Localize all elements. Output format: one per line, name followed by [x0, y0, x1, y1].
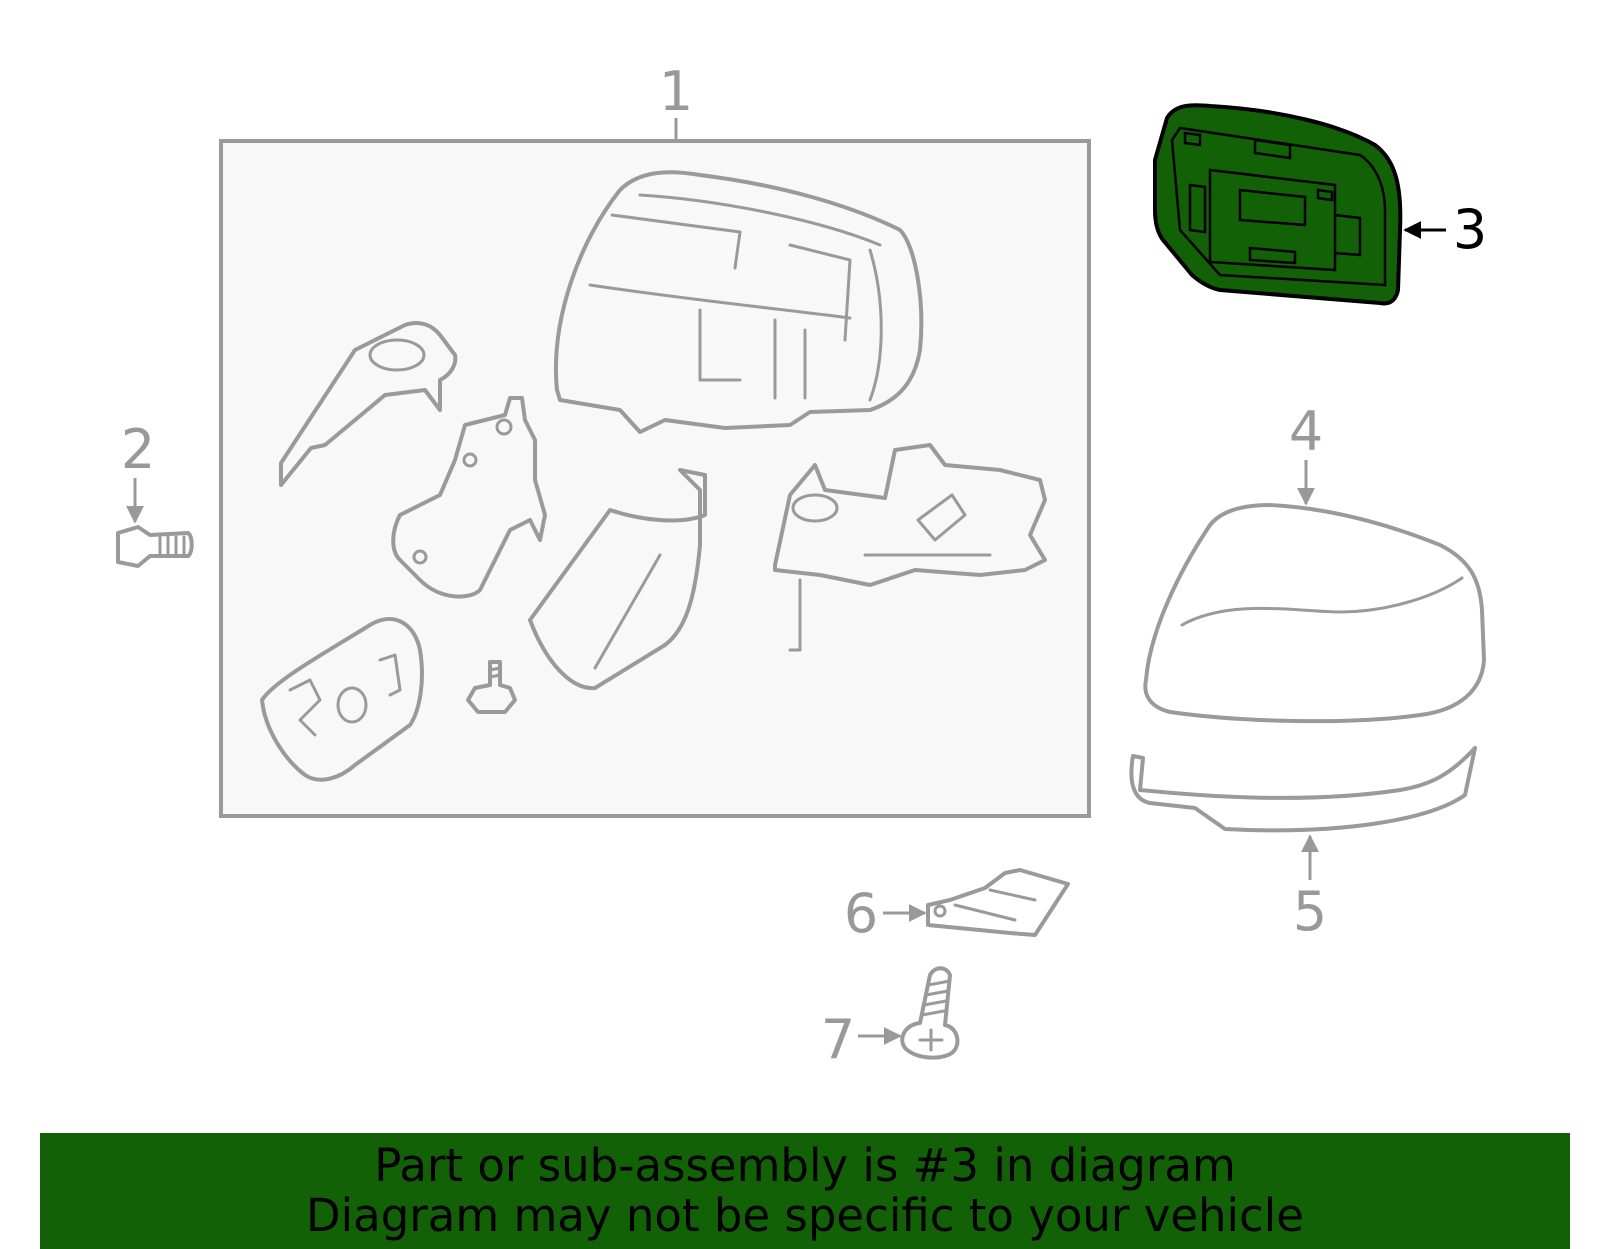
- motor-base[interactable]: [391, 396, 547, 599]
- part-3-mirror-glass-group: 3: [1153, 103, 1487, 306]
- part-6-bracket-group: 6: [844, 868, 1070, 945]
- screw-detail: [918, 979, 952, 1052]
- mirror-housing-base[interactable]: [554, 170, 924, 434]
- banner-line-1: Part or sub-assembly is #3 in diagram: [374, 1139, 1236, 1192]
- inner-screw[interactable]: [466, 660, 517, 714]
- mirror-base-mount[interactable]: [773, 443, 1047, 587]
- lamp-hole: [336, 686, 368, 724]
- notice-banner: Part or sub-assembly is #3 in diagram Di…: [40, 1133, 1570, 1249]
- motor-hole-2: [462, 452, 478, 468]
- mirror-cover[interactable]: [1143, 503, 1486, 724]
- screw[interactable]: [900, 966, 960, 1060]
- part-4-cover-group: 4: [1143, 400, 1486, 724]
- mirror-assembly-group: 1: [219, 60, 1091, 818]
- bracket-hole: [368, 338, 426, 372]
- callout-4[interactable]: 4: [1289, 400, 1323, 463]
- lower-cover[interactable]: [528, 468, 707, 691]
- part-2-bolt-group: 2: [116, 418, 194, 568]
- base-detail: [788, 493, 992, 652]
- inner-screw-thread: [488, 666, 502, 679]
- base-hole: [791, 493, 839, 523]
- lower-cover-line: [593, 553, 662, 670]
- part-5-trim-group: 5: [1129, 746, 1477, 943]
- cover-contour: [1180, 576, 1464, 627]
- housing-detail-1: [588, 193, 883, 402]
- lamp-detail: [288, 653, 402, 737]
- mirror-bracket[interactable]: [279, 321, 458, 487]
- small-bracket-hole: [933, 904, 947, 918]
- bolt-thread: [158, 535, 186, 556]
- callout-6[interactable]: 6: [844, 882, 878, 945]
- motor-hole-3: [412, 549, 428, 565]
- callout-5[interactable]: 5: [1293, 880, 1327, 943]
- callout-7[interactable]: 7: [821, 1008, 855, 1071]
- callout-1[interactable]: 1: [659, 60, 693, 123]
- motor-hole-1: [495, 418, 513, 436]
- turn-signal-lamp[interactable]: [260, 617, 424, 782]
- small-bracket-detail: [953, 888, 1037, 922]
- callout-3[interactable]: 3: [1453, 198, 1487, 261]
- mirror-glass-detail: [1170, 126, 1387, 287]
- callout-2[interactable]: 2: [121, 418, 155, 481]
- part-7-screw-group: 7: [821, 966, 960, 1071]
- banner-line-2: Diagram may not be specific to your vehi…: [306, 1189, 1304, 1242]
- bolt[interactable]: [116, 525, 194, 568]
- lower-trim-strip[interactable]: [1129, 746, 1477, 833]
- small-bracket[interactable]: [926, 868, 1070, 937]
- assembly-box: [219, 139, 1091, 818]
